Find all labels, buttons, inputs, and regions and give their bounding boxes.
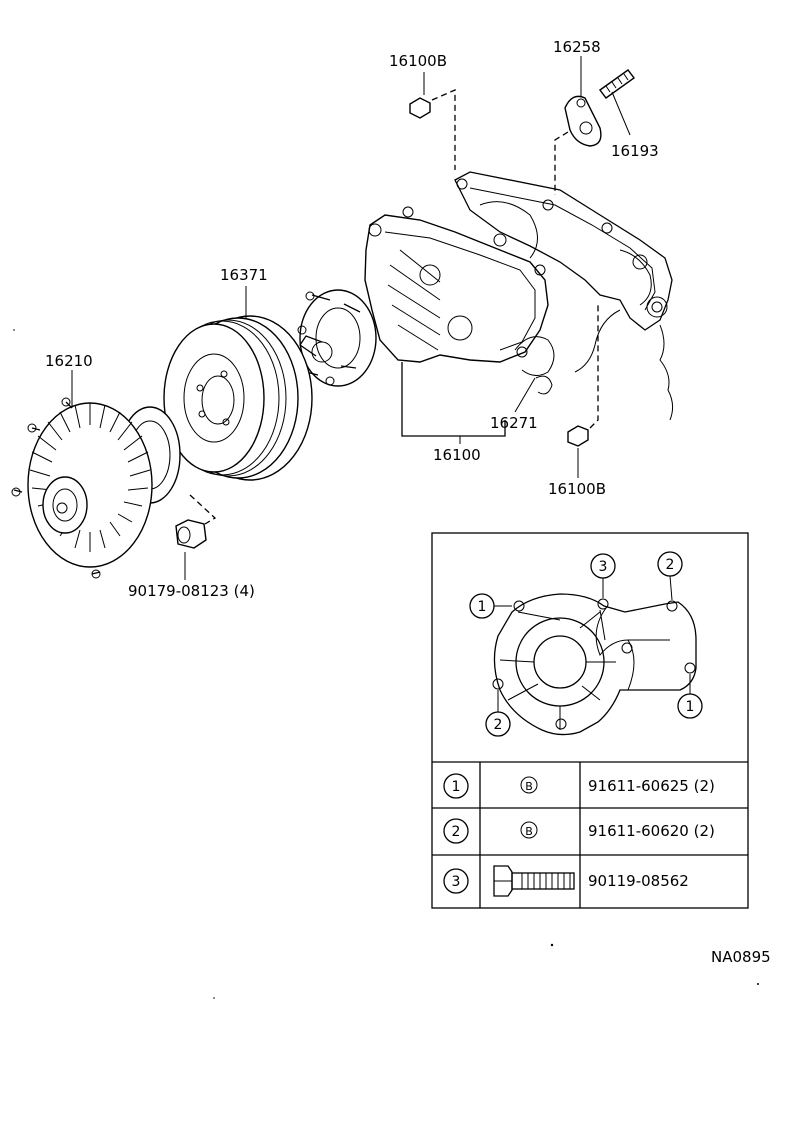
label-16271: 16271 — [490, 414, 538, 432]
row-symbol: B — [525, 780, 533, 793]
row-index: 1 — [452, 779, 461, 795]
callout-circle — [677, 693, 703, 719]
inset-pump-outline — [492, 593, 697, 736]
engine-housing — [454, 171, 674, 421]
row-part-number: 91611-60620 (2) — [588, 822, 715, 840]
label-16258: 16258 — [553, 38, 601, 56]
bolt-inset: 1 3 2 1 2 1 B 91611-60625 (2) 2 — [431, 532, 749, 909]
water-pump — [297, 206, 549, 387]
label-16100: 16100 — [433, 446, 481, 464]
callout-circle — [469, 593, 495, 619]
row-part-number: 91611-60625 (2) — [588, 777, 715, 795]
inset-callouts: 1 3 2 1 2 — [469, 551, 703, 737]
fan-nut — [175, 494, 217, 549]
callout-label: 2 — [666, 557, 675, 573]
label-16193: 16193 — [611, 142, 659, 160]
callout-circle — [657, 551, 683, 577]
bolt-icon — [493, 865, 575, 897]
callout-label: 1 — [686, 699, 695, 715]
label-16210: 16210 — [45, 352, 93, 370]
row-index: 2 — [452, 824, 461, 840]
part-labels: 16100B 16258 16193 16371 16210 16271 161… — [45, 38, 771, 966]
table-row: 3 90119-08562 — [443, 865, 689, 897]
leader-lines — [71, 56, 631, 580]
row-index: 3 — [452, 874, 461, 890]
gasket-16271 — [514, 336, 555, 395]
dowel-top — [409, 89, 456, 170]
specks — [13, 329, 759, 999]
label-16100B-top: 16100B — [389, 52, 447, 70]
gasket-16258 — [554, 95, 602, 195]
callout-label: 3 — [599, 559, 608, 575]
callout-circle — [485, 711, 511, 737]
label-16100B-bottom: 16100B — [548, 480, 606, 498]
table-row: 1 B 91611-60625 (2) — [443, 773, 715, 799]
row-symbol: B — [525, 825, 533, 838]
label-90179: 90179-08123 (4) — [128, 582, 255, 600]
stud-16193 — [599, 69, 635, 99]
row-part-number: 90119-08562 — [588, 872, 689, 890]
dowel-bottom — [567, 305, 599, 447]
callout-circle — [590, 553, 616, 579]
callout-label: 2 — [494, 717, 503, 733]
diagram-code: NA0895 — [711, 948, 771, 966]
pulley — [163, 315, 313, 481]
label-16371: 16371 — [220, 266, 268, 284]
table-row: 2 B 91611-60620 (2) — [443, 818, 715, 844]
fan-clutch — [11, 397, 181, 579]
callout-label: 1 — [478, 599, 487, 615]
